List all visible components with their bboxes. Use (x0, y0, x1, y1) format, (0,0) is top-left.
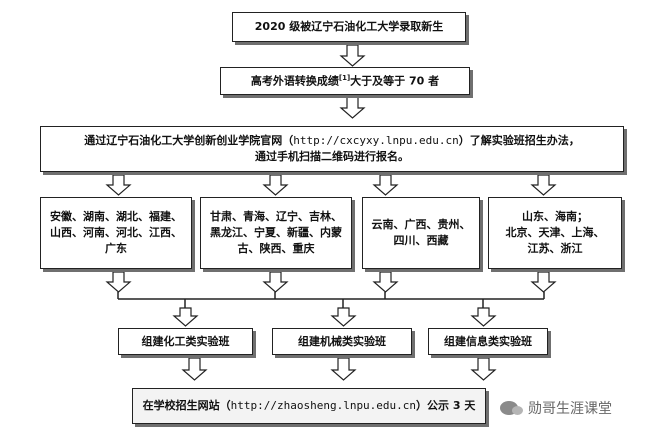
chemical-class-box: 组建化工类实验班 (118, 328, 253, 355)
mechanical-class-label: 组建机械类实验班 (298, 334, 386, 348)
arrow-class-2-to-publish (330, 357, 357, 381)
watermark-text: 勋哥生涯课堂 (528, 401, 612, 417)
information-class-label: 组建信息类实验班 (444, 334, 532, 348)
region-group-2-line: 甘肃、青海、辽宁、吉林、 (210, 210, 342, 224)
chemical-class-label: 组建化工类实验班 (141, 334, 230, 348)
arrow-signup-to-region-2 (262, 174, 289, 196)
signup-line-1-suffix: ）了解实验班招生办法， (458, 134, 580, 148)
region-group-2-line: 黑龙江、宁夏、新疆、内蒙 (210, 226, 342, 240)
signup-url-link[interactable]: http://cxcyxy.lnpu.edu.cn (293, 134, 459, 148)
arrow-region-4-down (530, 271, 557, 293)
region-group-3-box: 云南、广西、贵州、 四川、西藏 (362, 197, 480, 269)
signup-instructions-box: 通过辽宁石油化工大学创新创业学院官网（http://cxcyxy.lnpu.ed… (40, 126, 624, 172)
publish-url-link[interactable]: http://zhaosheng.lnpu.edu.cn (230, 399, 417, 413)
publish-notice-suffix: ）公示 3 天 (416, 399, 476, 413)
arrow-to-class-2 (330, 307, 357, 327)
arrow-signup-to-region-4 (530, 174, 557, 196)
admitted-students-text: 2020 级被辽宁石油化工大学录取新生 (254, 20, 444, 34)
region-group-4-line: 北京、天津、上海、 (505, 226, 605, 240)
arrow-region-3-down (372, 271, 399, 293)
region-group-3-line: 四川、西藏 (393, 234, 449, 247)
arrow-to-class-3 (470, 307, 497, 327)
publish-notice-prefix: 在学校招生网站（ (142, 399, 231, 413)
region-group-2-line: 古、陕西、重庆 (237, 241, 315, 255)
region-group-1-line: 广东 (105, 241, 127, 255)
information-class-box: 组建信息类实验班 (428, 328, 548, 355)
signup-line-2: 通过手机扫描二维码进行报名。 (255, 150, 409, 163)
signup-line-1-prefix: 通过辽宁石油化工大学创新创业学院官网（ (84, 134, 294, 148)
region-group-2-box: 甘肃、青海、辽宁、吉林、 黑龙江、宁夏、新疆、内蒙 古、陕西、重庆 (200, 197, 352, 269)
arrow-to-class-1 (172, 307, 199, 327)
wechat-icon (500, 401, 523, 415)
region-group-3-line: 云南、广西、贵州、 (371, 218, 471, 232)
score-requirement-text: 高考外语转换成绩 (250, 74, 339, 88)
region-group-1-line: 山西、河南、河北、江西、 (50, 226, 182, 240)
arrow-region-2-down (262, 271, 289, 293)
arrow-class-3-to-publish (470, 357, 497, 381)
watermark: 勋哥生涯课堂 (500, 398, 612, 418)
mechanical-class-box: 组建机械类实验班 (272, 328, 412, 355)
region-group-4-line: 江苏、浙江 (527, 241, 583, 255)
arrow-top-to-score (339, 44, 366, 67)
region-group-4-box: 山东、海南； 北京、天津、上海、 江苏、浙江 (488, 197, 622, 269)
arrow-class-1-to-publish (181, 357, 208, 381)
arrow-signup-to-region-1 (105, 174, 132, 196)
arrow-region-1-down (105, 271, 132, 293)
score-requirement-box: 高考外语转换成绩[1]大于及等于 70 者 (220, 67, 470, 95)
admitted-students-box: 2020 级被辽宁石油化工大学录取新生 (232, 12, 466, 42)
score-threshold-text: 大于及等于 70 者 (350, 74, 440, 88)
region-group-1-box: 安徽、湖南、湖北、福建、 山西、河南、河北、江西、 广东 (40, 197, 192, 269)
arrow-signup-to-region-3 (372, 174, 399, 196)
footnote-marker: [1] (338, 73, 351, 82)
region-group-1-line: 安徽、湖南、湖北、福建、 (50, 210, 182, 224)
arrow-score-to-signup (339, 96, 366, 119)
publish-notice-box: 在学校招生网站（http://zhaosheng.lnpu.edu.cn）公示 … (132, 388, 486, 424)
region-group-4-line: 山东、海南； (522, 210, 588, 224)
